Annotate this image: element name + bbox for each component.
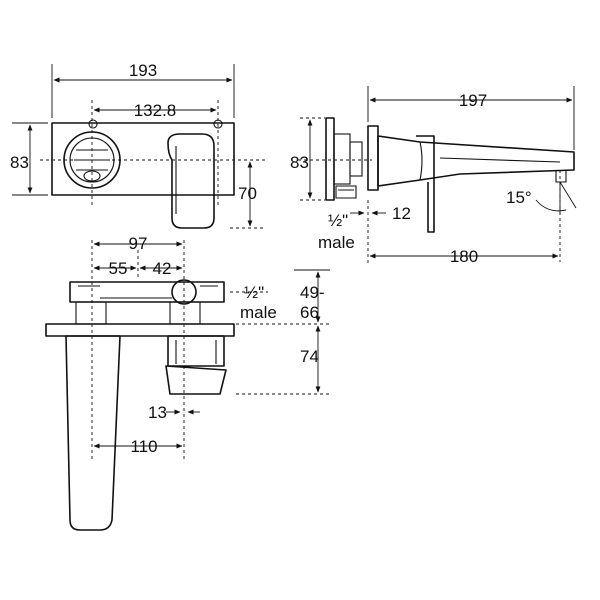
- side-lever: [416, 135, 435, 233]
- dim-side-depth: 12: [392, 204, 411, 223]
- side-flange: [367, 125, 379, 191]
- dim-top-offset: 13: [148, 403, 167, 422]
- top-thread-size: ½": [244, 283, 264, 302]
- dim-top-spout-reach: 110: [130, 437, 157, 456]
- front-plate: [51, 122, 235, 196]
- dim-front-centres: 132.8: [134, 101, 177, 120]
- dim-front-height: 83: [10, 153, 29, 172]
- top-valve-body: [69, 281, 225, 303]
- dim-top-body-depth: 74: [300, 347, 319, 366]
- dim-top-total: 97: [129, 234, 148, 253]
- dim-side-spout-projection: 180: [450, 247, 478, 266]
- front-screw-left: [88, 119, 98, 129]
- side-plate: [325, 117, 335, 201]
- dim-front-lever-offset: 70: [238, 184, 257, 203]
- front-view: 193 132.8 83 70: [10, 61, 265, 229]
- side-view: 197 83 12 ½" male 180 15°: [290, 86, 577, 266]
- top-view: 97 55 42 ½" male 49- 66 74 13 110: [45, 234, 330, 531]
- dim-side-angle: 15°: [506, 188, 532, 207]
- top-thread-type: male: [240, 303, 277, 322]
- dim-side-height: 83: [290, 153, 309, 172]
- side-thread-size: ½": [328, 211, 348, 230]
- top-lever: [165, 335, 227, 395]
- dim-front-overall-width: 193: [129, 61, 157, 80]
- side-thread-type: male: [318, 233, 355, 252]
- dim-top-range-bottom: 66: [300, 303, 319, 322]
- front-lever: [167, 133, 215, 229]
- dim-top-right: 42: [153, 259, 172, 278]
- top-spout: [65, 335, 121, 531]
- top-plate: [45, 323, 235, 337]
- dim-top-left: 55: [109, 259, 128, 278]
- dim-side-overall-length: 197: [459, 91, 487, 110]
- side-spout: [377, 135, 575, 187]
- dim-top-range-top: 49-: [300, 283, 325, 302]
